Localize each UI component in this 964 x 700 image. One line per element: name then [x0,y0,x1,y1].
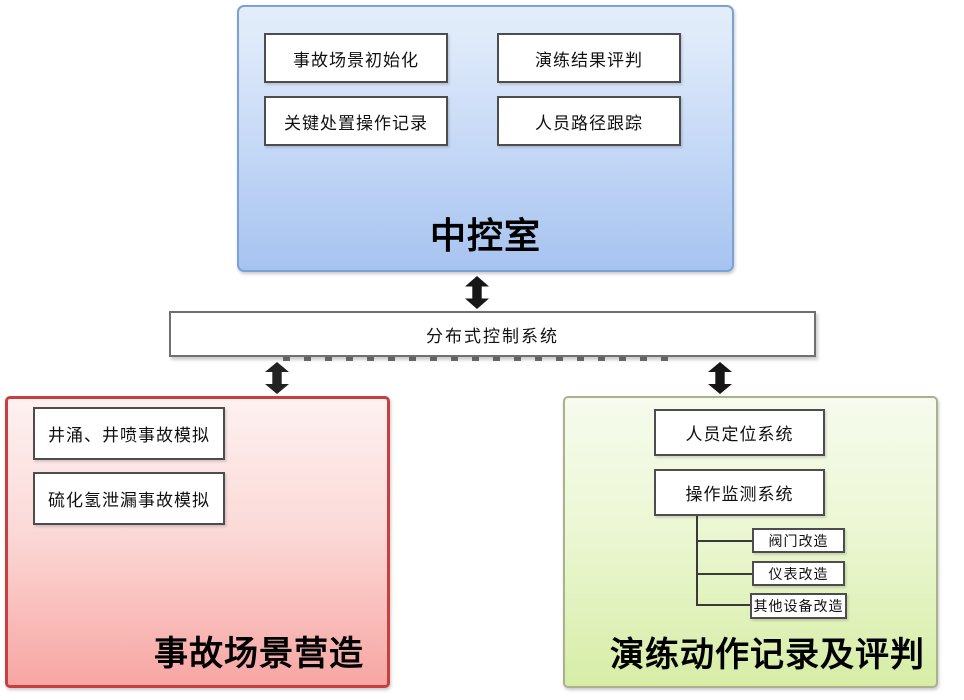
double-arrow-top-icon [465,276,489,309]
subbox-label: 仪表改造 [768,567,829,583]
module-box-key-operation-record: 关键处置操作记录 [264,96,448,146]
tree-branch-line-other [696,604,752,606]
subbox-other-equipment-retrofit: 其他设备改造 [750,593,847,619]
module-box-operation-monitoring-system: 操作监测系统 [654,469,825,516]
tree-branch-line-instrument [696,573,752,575]
module-box-personnel-path-tracking: 人员路径跟踪 [497,96,681,146]
module-label: 关键处置操作记录 [284,113,428,133]
double-arrow-right-icon [708,362,732,394]
drill-evaluation-panel: 人员定位系统 操作监测系统 阀门改造 仪表改造 其他设备改造 演练动作记录及评判 [563,396,938,688]
module-box-personnel-positioning-system: 人员定位系统 [654,409,825,456]
dcs-box: 分布式控制系统 [169,311,816,357]
drill-evaluation-title: 演练动作记录及评判 [610,636,925,674]
module-label: 演练结果评判 [535,50,643,70]
module-box-accident-scenario-init: 事故场景初始化 [264,33,448,83]
module-label: 操作监测系统 [685,485,794,504]
module-label: 人员路径跟踪 [535,113,643,133]
module-box-drill-result-evaluation: 演练结果评判 [497,33,681,83]
control-room-title: 中控室 [429,215,541,256]
module-label: 人员定位系统 [685,425,794,444]
accident-scene-panel: 井涌、井喷事故模拟 硫化氢泄漏事故模拟 事故场景营造 [5,396,390,688]
double-arrow-left-icon [265,362,289,394]
watermark-dashes [283,357,673,361]
dcs-label: 分布式控制系统 [426,326,559,346]
module-label: 事故场景初始化 [293,50,419,70]
module-box-h2s-leak-simulation: 硫化氢泄漏事故模拟 [33,472,225,525]
tree-vertical-line [696,516,698,606]
accident-scene-title: 事故场景营造 [154,635,364,673]
subbox-valve-retrofit: 阀门改造 [752,528,845,553]
subbox-label: 阀门改造 [768,534,829,550]
subbox-instrument-retrofit: 仪表改造 [752,561,845,586]
tree-branch-line-valve [696,540,752,542]
subbox-label: 其他设备改造 [753,600,844,615]
control-room-panel: 事故场景初始化 演练结果评判 关键处置操作记录 人员路径跟踪 中控室 [237,5,734,272]
module-label: 硫化氢泄漏事故模拟 [48,491,210,510]
module-label: 井涌、井喷事故模拟 [48,426,210,445]
module-box-well-kick-blowout-simulation: 井涌、井喷事故模拟 [33,407,225,460]
